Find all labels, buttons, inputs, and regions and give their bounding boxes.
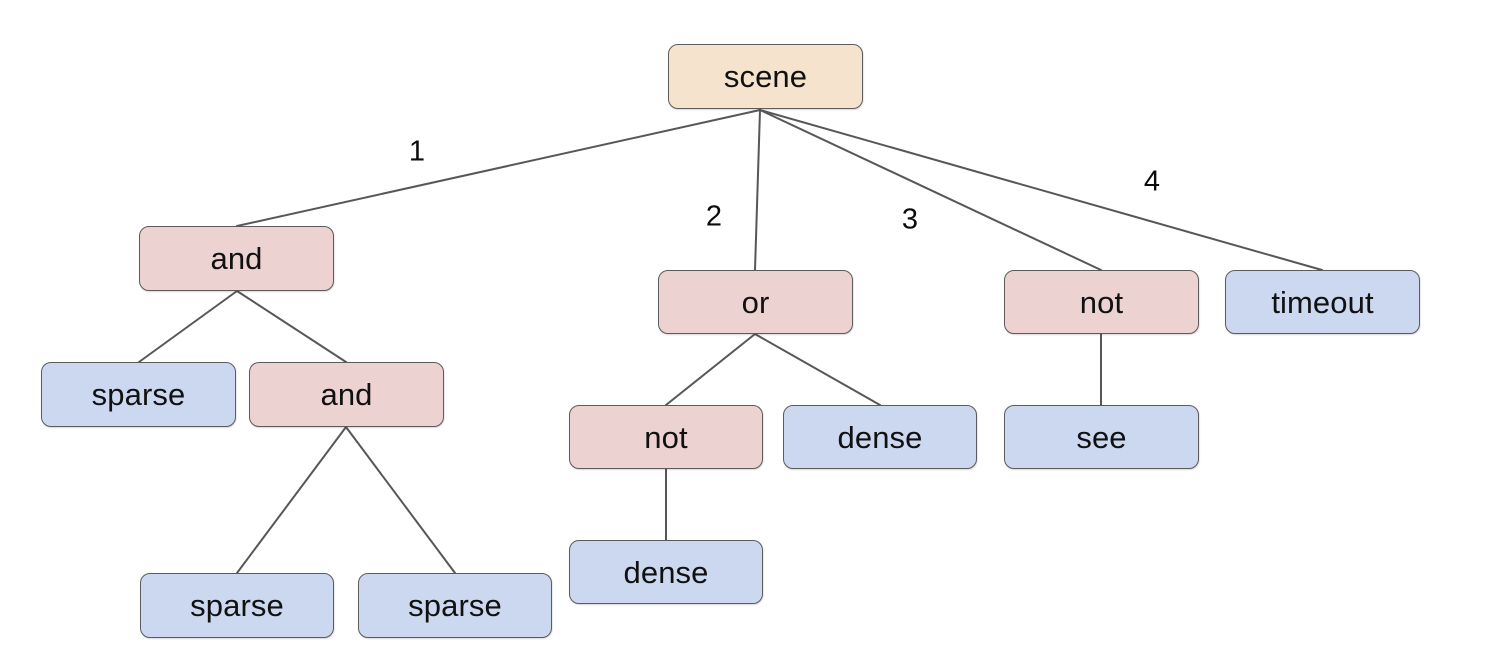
tree-edge-scene-to-or1 <box>754 109 761 271</box>
tree-node-or1[interactable]: or <box>658 270 853 334</box>
tree-edge-scene-to-not_r <box>759 109 1102 271</box>
edge-label-1: 1 <box>408 135 426 168</box>
tree-node-sparse3[interactable]: sparse <box>358 573 552 638</box>
tree-node-scene[interactable]: scene <box>668 44 863 109</box>
tree-edge-and2-to-sparse2 <box>236 426 347 574</box>
tree-edge-and2-to-sparse3 <box>345 426 456 574</box>
tree-node-sparse2[interactable]: sparse <box>140 573 334 638</box>
tree-node-and1[interactable]: and <box>139 226 334 291</box>
edge-label-2: 2 <box>705 200 723 233</box>
tree-node-see[interactable]: see <box>1004 405 1199 469</box>
tree-node-not_r[interactable]: not <box>1004 270 1199 334</box>
tree-node-dense_b[interactable]: dense <box>569 540 763 604</box>
tree-edge-scene-to-and1 <box>236 109 761 227</box>
tree-node-timeout[interactable]: timeout <box>1225 270 1420 334</box>
tree-edge-scene-to-timeout <box>759 109 1323 271</box>
tree-edge-and1-to-and2 <box>236 290 347 363</box>
edge-label-3: 3 <box>901 203 919 236</box>
tree-edge-and1-to-sparse1 <box>138 290 238 363</box>
edge-label-4: 4 <box>1143 165 1161 198</box>
tree-node-not_m[interactable]: not <box>569 405 763 469</box>
tree-node-and2[interactable]: and <box>249 362 444 427</box>
tree-node-sparse1[interactable]: sparse <box>41 362 236 427</box>
tree-edge-or1-to-not_m <box>665 333 756 406</box>
tree-node-dense_m[interactable]: dense <box>783 405 977 469</box>
tree-edge-or1-to-dense_m <box>754 333 881 406</box>
